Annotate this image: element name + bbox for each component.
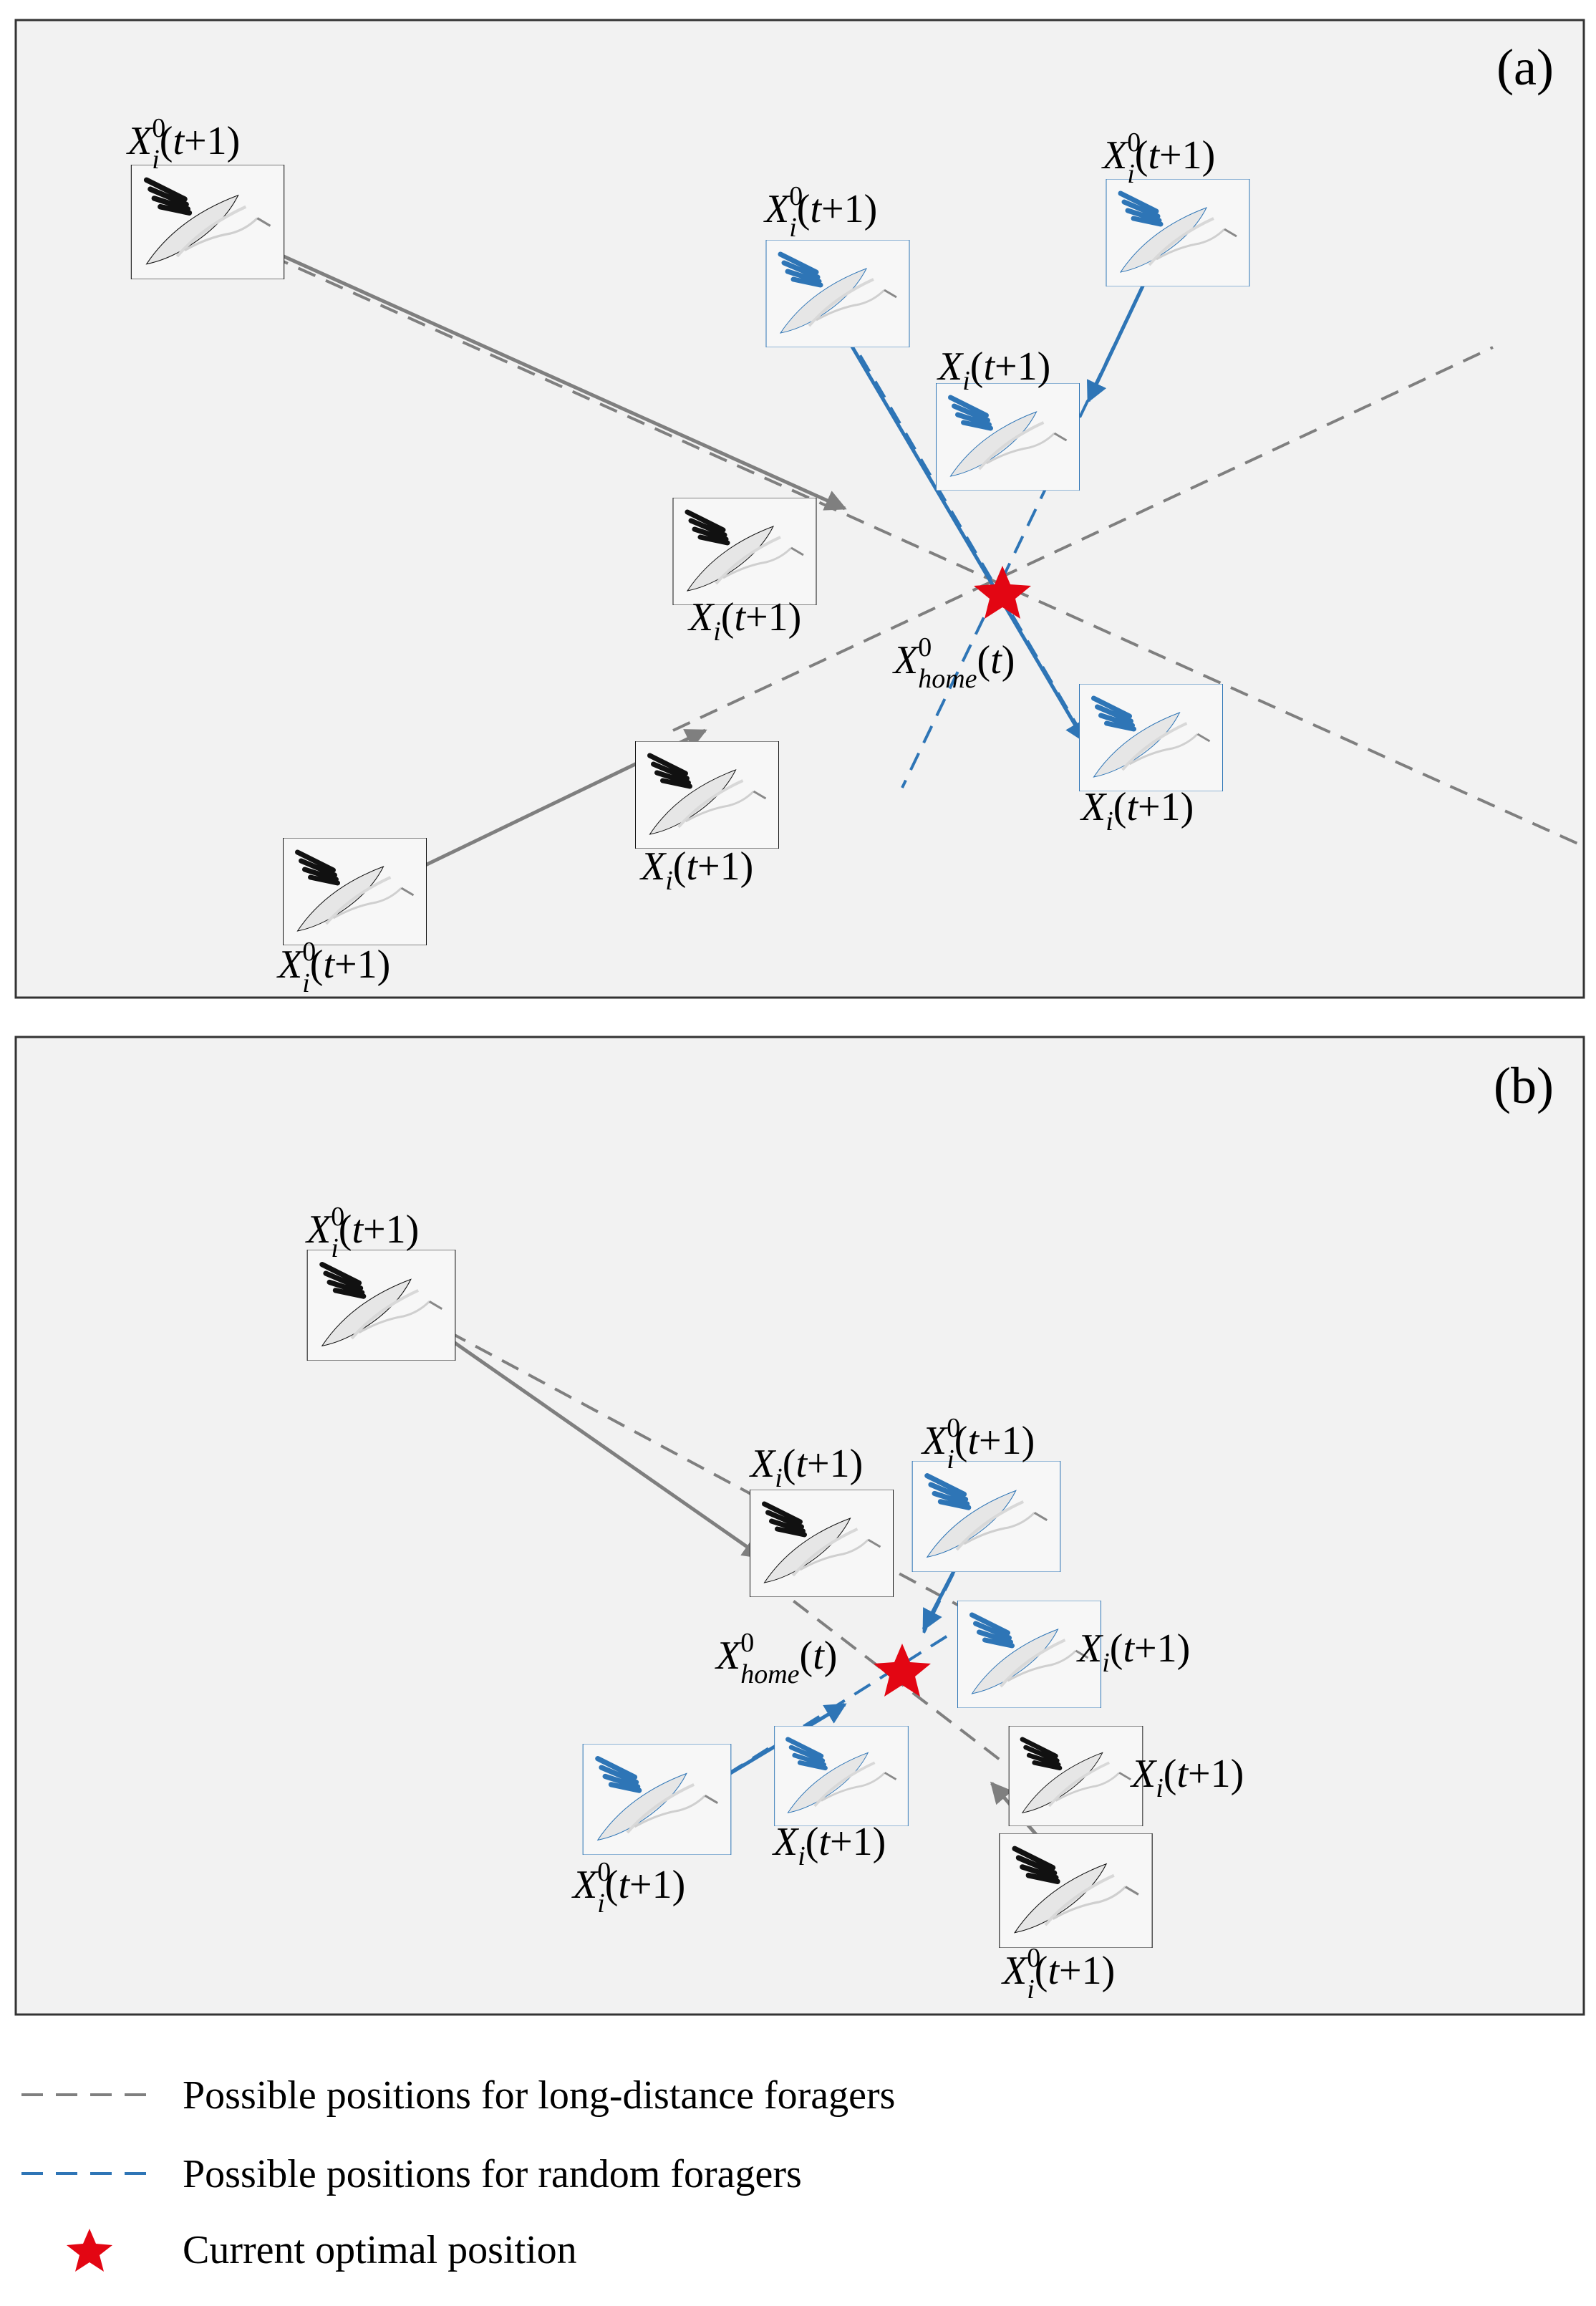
math-label: Xi(t+1) [1076, 1626, 1190, 1678]
crane-icon [775, 1726, 909, 1826]
a-gray-guide-2 [672, 346, 1494, 732]
legend-long-distance: Possible positions for long-distance for… [183, 2073, 895, 2118]
legend-optimal: Current optimal position [183, 2228, 577, 2272]
a-label-next-2: Xi(t+1) [687, 595, 801, 647]
crane-icon [284, 838, 427, 945]
a-gray-guide-1 [243, 242, 1582, 846]
a-label-next-1: Xi(t+1) [937, 344, 1050, 396]
a-label-next-4: Xi(t+1) [1080, 785, 1194, 836]
b-label-next-4: Xi(t+1) [772, 1820, 886, 1871]
crane-icon [1009, 1726, 1143, 1826]
math-label: Xi(t+1) [772, 1820, 886, 1871]
math-label: Xi(t+1) [687, 595, 801, 647]
b-blue-guide-1 [700, 1631, 954, 1792]
b-gray-guide-1 [422, 1316, 1010, 1634]
star-icon [974, 566, 1031, 619]
math-label: Xi(t+1) [1130, 1752, 1244, 1803]
star-icon [874, 1644, 931, 1697]
panel-b-id: (b) [1494, 1057, 1554, 1114]
math-label: Xi(t+1) [937, 344, 1050, 396]
star-icon [67, 2229, 112, 2272]
crane-icon [1106, 179, 1249, 286]
math-label: Xi(t+1) [639, 844, 753, 896]
math-label: Xi(t+1) [1080, 785, 1194, 836]
math-label: Xi(t+1) [749, 1442, 863, 1493]
crane-icon [937, 383, 1080, 491]
crane-icon [583, 1744, 731, 1855]
legend-random: Possible positions for random foragers [183, 2152, 802, 2196]
b-label-next-3: Xi(t+1) [1130, 1752, 1244, 1803]
b-label-next-2: Xi(t+1) [1076, 1626, 1190, 1678]
crane-icon [1080, 684, 1223, 791]
b-gray-arrow-1 [417, 1316, 765, 1560]
panel-a-id: (a) [1496, 39, 1554, 96]
crane-icon [673, 498, 816, 605]
crane-icon [131, 165, 284, 279]
crane-icon [636, 741, 779, 849]
b-label-next-1: Xi(t+1) [749, 1442, 863, 1493]
a-gray-arrow-1 [246, 238, 847, 511]
crane-icon [750, 1490, 894, 1597]
crane-icon [307, 1250, 455, 1361]
a-blue-arrow-2 [1086, 264, 1155, 403]
crane-icon [766, 240, 909, 347]
a-blue-arrow-1 [836, 321, 1087, 743]
crane-icon [1000, 1833, 1152, 1948]
a-label-next-3: Xi(t+1) [639, 844, 753, 896]
crane-icon [912, 1461, 1060, 1572]
b-gray-guide-2 [768, 1581, 1004, 1763]
